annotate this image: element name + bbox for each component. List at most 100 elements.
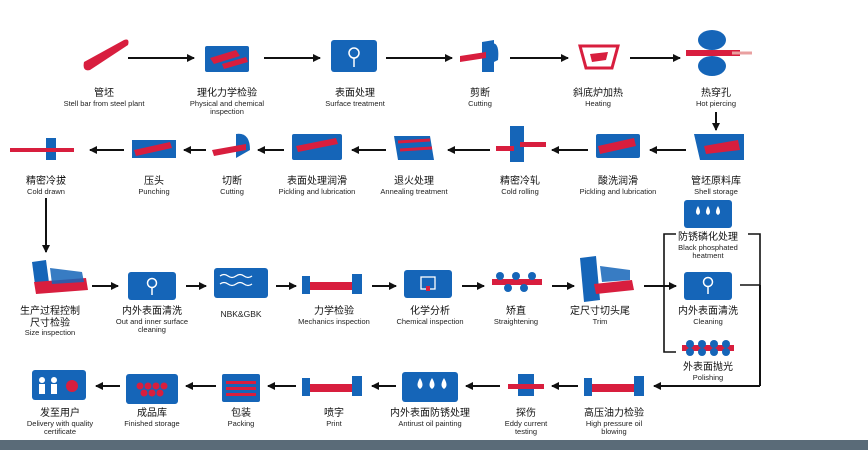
step-title-zh: 管坯原料库 [691,176,741,187]
step-title-en: Punching [138,186,170,196]
step-title-zh: 化学分析 [410,306,450,317]
step-chemical-analysis: 化学分析 Chemical inspection [385,306,475,326]
step-title-en: Physical and chemical inspection [189,98,265,117]
step-title-zh: 切断 [222,176,242,187]
step-cold-rolling: 精密冷轧 Cold rolling [450,176,590,196]
step-title-en: Packing [227,418,255,428]
antirust-icon [402,372,458,402]
step-hot-piercing: 热穿孔 Hot piercing [646,88,786,108]
step-title-en: Delivery with quality certificate [26,418,94,437]
step-steel-bar: 管坯 Stell bar from steel plant [34,88,174,108]
step-title-zh: 精密冷轧 [500,176,540,187]
step-title-zh: 管坯 [94,88,114,99]
step-eddy-current: 探伤 Eddy current testing [456,408,596,437]
step-title-zh: 定尺寸切头尾 [570,306,630,317]
pickling-icon [596,134,640,158]
step-title-en: Pickling and lubrication [579,186,657,196]
step-title-zh: 探伤 [516,408,536,419]
bottom-strip [0,440,868,450]
step-title-en: Pickling and lubrication [278,186,356,196]
step-title-en: Out and inner surface cleaning [115,316,189,335]
step-title-zh: 力学检验 [314,306,354,317]
step-title-en: NBK&GBK [220,309,262,319]
step-title-zh: 压头 [144,176,164,187]
process-bracket [663,233,761,353]
step-title-en: Cleaning [693,316,723,326]
step-title-zh: 表面处理润滑 [287,176,347,187]
step-title-en: Surface treatment [325,98,385,108]
step-title-en: High pressure oil blowing [585,418,643,437]
step-title-zh: 斜底炉加热 [573,88,623,99]
step-title-zh: 内外表面防锈处理 [390,408,470,419]
step-size-inspection: 生产过程控制 尺寸检验 Size inspection [10,306,90,338]
step-title-zh: 热穿孔 [701,88,731,99]
step-phosphating: 防锈磷化处理 Black phosphated heatment [663,232,753,261]
step-polishing: 外表面抛光 Polishing [638,362,778,382]
step-nbk-gbk: NBK&GBK [171,309,311,320]
step-title-en: Trim [592,316,608,326]
step-title-zh: 发至用户 [40,408,80,419]
step-title-en: Annealing treatment [380,186,448,196]
step-surface-treatment: 表面处理 Surface treatment [285,88,425,108]
step-title-zh: 生产过程控制 尺寸检验 [20,306,80,329]
cutting-icon [212,133,250,158]
step-title-zh: 防锈磷化处理 [678,232,738,243]
packing-icon [222,374,260,402]
step-punching: 压头 Punching [84,176,224,196]
step-heating: 斜底炉加热 Heating [528,88,668,108]
step-title-en: Stell bar from steel plant [63,98,145,108]
delivery-icon [32,370,86,400]
step-title-en: Shell storage [694,186,738,196]
step-shell-storage: 管坯原料库 Shell storage [646,176,786,196]
mechanics-inspection-icon [302,274,362,294]
step-title-zh: 喷字 [324,408,344,419]
surface-treatment-icon [331,40,377,72]
step-title-zh: 内外表面清洗 [122,306,182,317]
phosphating-icon [684,200,732,228]
trim-icon [580,256,634,302]
step-title-zh: 外表面抛光 [683,362,733,373]
step-title-en: Mechanics inspection [298,316,370,326]
size-inspection-icon [32,260,88,294]
step-straightening: 矫直 Straightening [446,306,586,326]
step-title-en: Cutting [220,186,244,196]
step-title-en: Size inspection [24,328,76,337]
print-icon [302,376,362,396]
step-title-en: Hot piercing [695,98,737,108]
step-title-zh: 退火处理 [394,176,434,187]
step-title-zh: 精密冷拔 [26,176,66,187]
steel-bar-icon [83,39,129,71]
finished-storage-icon [126,374,178,404]
step-title-zh: 剪断 [470,88,490,99]
step-title-zh: 内外表面清洗 [678,306,738,317]
step-title-zh: 高压油力检验 [584,408,644,419]
step-antirust: 内外表面防锈处理 Antirust oil painting [360,408,500,428]
shear-icon [460,40,499,72]
step-title-zh: 理化力学检验 [197,88,257,99]
step-title-zh: 矫直 [506,306,526,317]
step-pickling: 酸洗润滑 Pickling and lubrication [573,176,663,196]
furnace-icon [578,44,620,70]
step-title-zh: 酸洗润滑 [598,176,638,187]
step-title-en: Cutting [468,98,492,108]
cleaning-icon [684,272,732,300]
physical-inspection-icon [205,46,249,72]
cold-drawn-icon [10,138,74,160]
step-trim: 定尺寸切头尾 Trim [530,306,670,326]
step-title-en: Black phosphated heatment [678,242,738,261]
pickling-lubrication-icon [292,134,342,160]
eddy-current-icon [508,374,544,396]
annealing-icon [394,136,434,160]
step-title-en: Print [326,418,342,428]
piercing-icon [686,30,752,76]
surface-cleaning-icon [128,272,176,300]
punching-icon [132,140,176,158]
step-oil-pressure: 高压油力检验 High pressure oil blowing [544,408,684,437]
step-cleaning: 内外表面清洗 Cleaning [638,306,778,326]
step-print: 喷字 Print [264,408,404,428]
step-finished-storage: 成品库 Finished storage [82,408,222,428]
chemical-analysis-icon [404,270,452,298]
step-title-en: Polishing [692,372,724,382]
step-cutting: 切断 Cutting [162,176,302,196]
